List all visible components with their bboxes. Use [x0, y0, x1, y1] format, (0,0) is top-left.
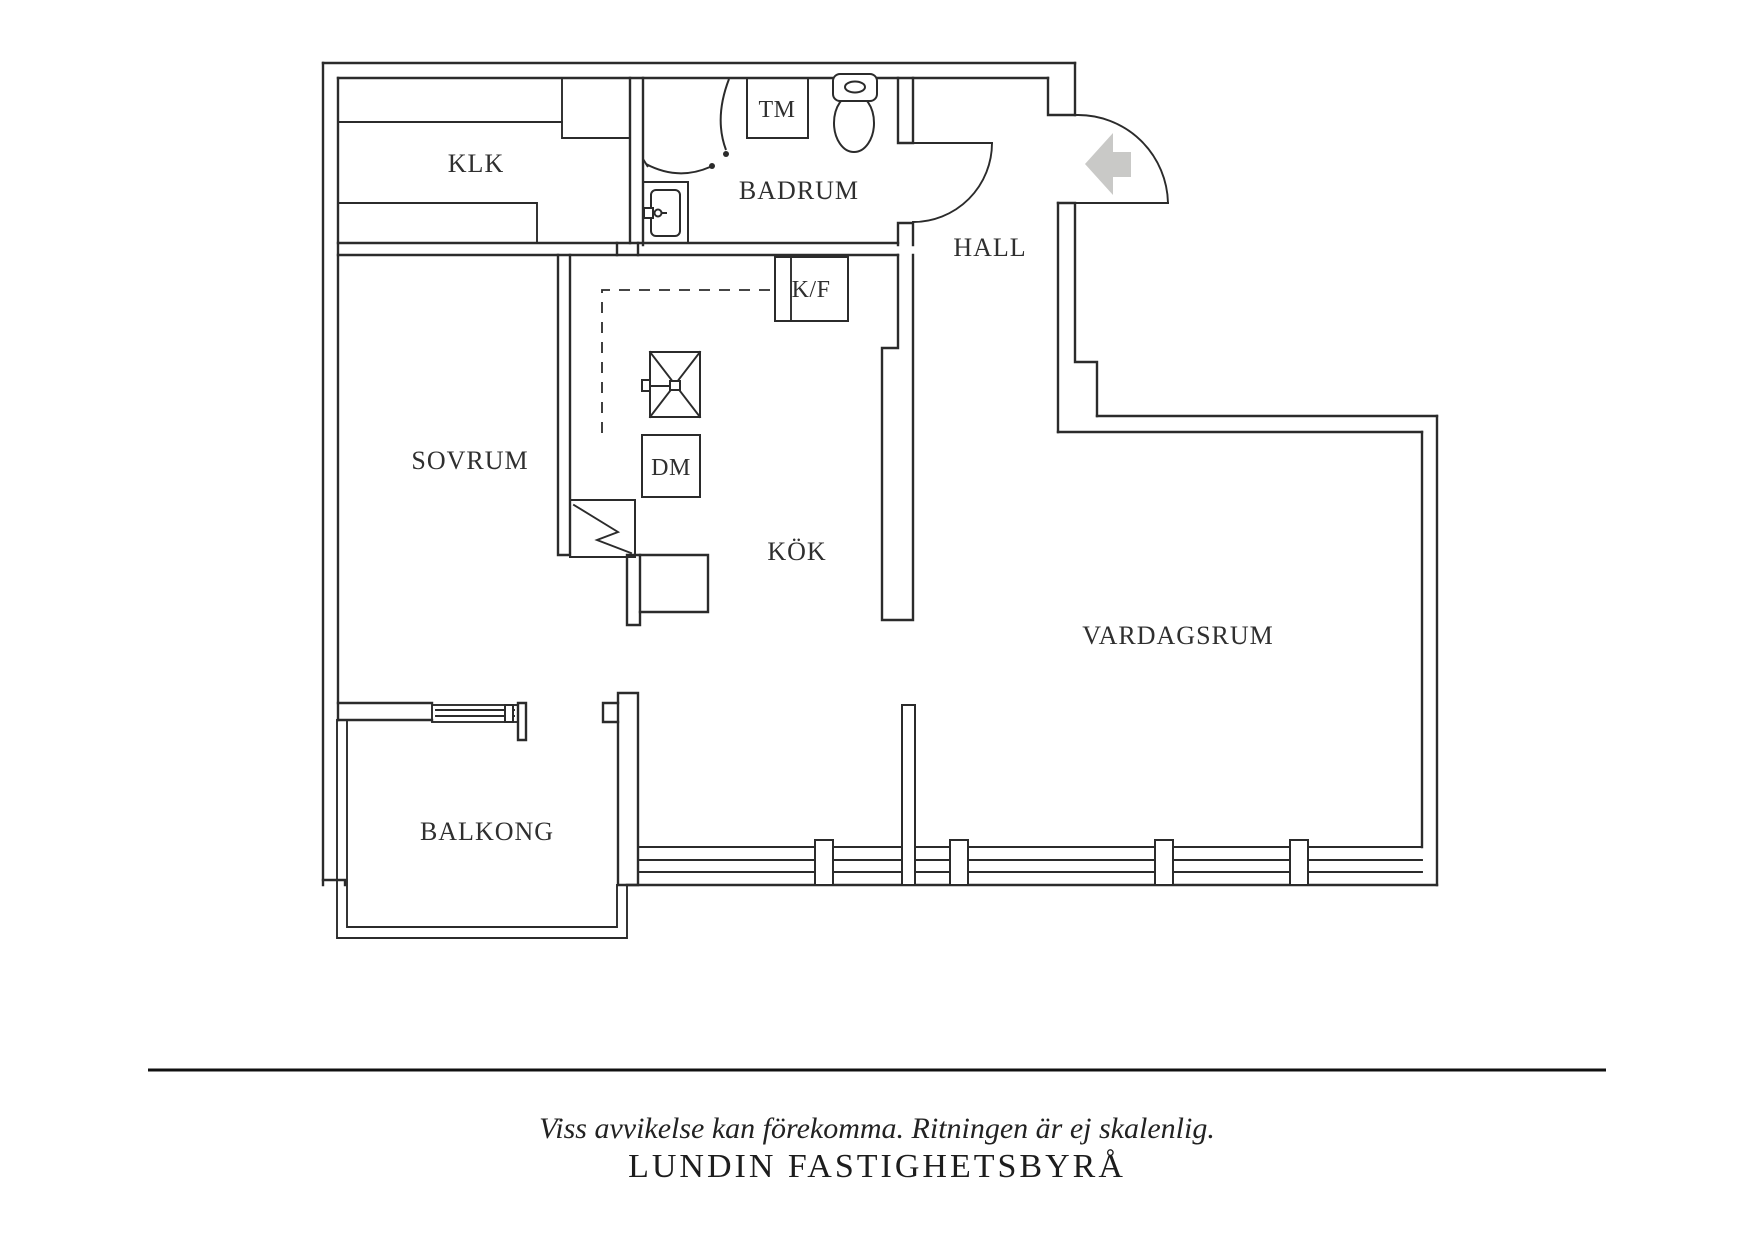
room-label-kok: KÖK	[767, 537, 826, 566]
room-label-klk: KLK	[448, 149, 504, 178]
window-mullion	[814, 839, 834, 886]
overhead-cabinet-dashed	[601, 289, 775, 433]
window-mullion	[949, 839, 969, 886]
entry-arrow-icon	[1085, 133, 1131, 195]
entry-door	[1074, 114, 1169, 204]
stove	[569, 499, 636, 558]
toilet	[832, 73, 878, 153]
sovrum-balcony-window	[431, 704, 519, 723]
fixture-label-kf: K/F	[792, 277, 831, 303]
shower-curtain	[642, 78, 730, 175]
room-label-balkong: BALKONG	[420, 817, 554, 846]
window-mullion	[1289, 839, 1309, 886]
walls	[321, 61, 1439, 887]
window-mullion	[1154, 839, 1174, 886]
kitchen-sink	[641, 350, 702, 419]
fixture-label-dm: DM	[651, 455, 691, 481]
balcony-railing	[336, 719, 628, 939]
bathroom-door	[912, 142, 993, 223]
dishwasher	[641, 434, 701, 498]
bathroom-sink	[642, 181, 689, 244]
window-pier	[901, 704, 916, 886]
footer-brand: LUNDIN FASTIGHETSBYRÅ	[628, 1148, 1126, 1185]
footer: Viss avvikelse kan förekomma. Ritningen …	[148, 1068, 1606, 1185]
window-band-south	[625, 704, 1439, 887]
room-label-badrum: BADRUM	[739, 176, 859, 205]
footer-disclaimer: Viss avvikelse kan förekomma. Ritningen …	[539, 1112, 1215, 1145]
fridge-freezer	[774, 256, 849, 322]
klk-shelves	[337, 77, 631, 244]
room-label-sovrum: SOVRUM	[411, 446, 528, 475]
washing-machine	[746, 77, 809, 139]
room-label-hall: HALL	[953, 233, 1026, 262]
fixture-label-tm: TM	[759, 97, 796, 123]
room-label-vardagsrum: VARDAGSRUM	[1082, 621, 1274, 650]
